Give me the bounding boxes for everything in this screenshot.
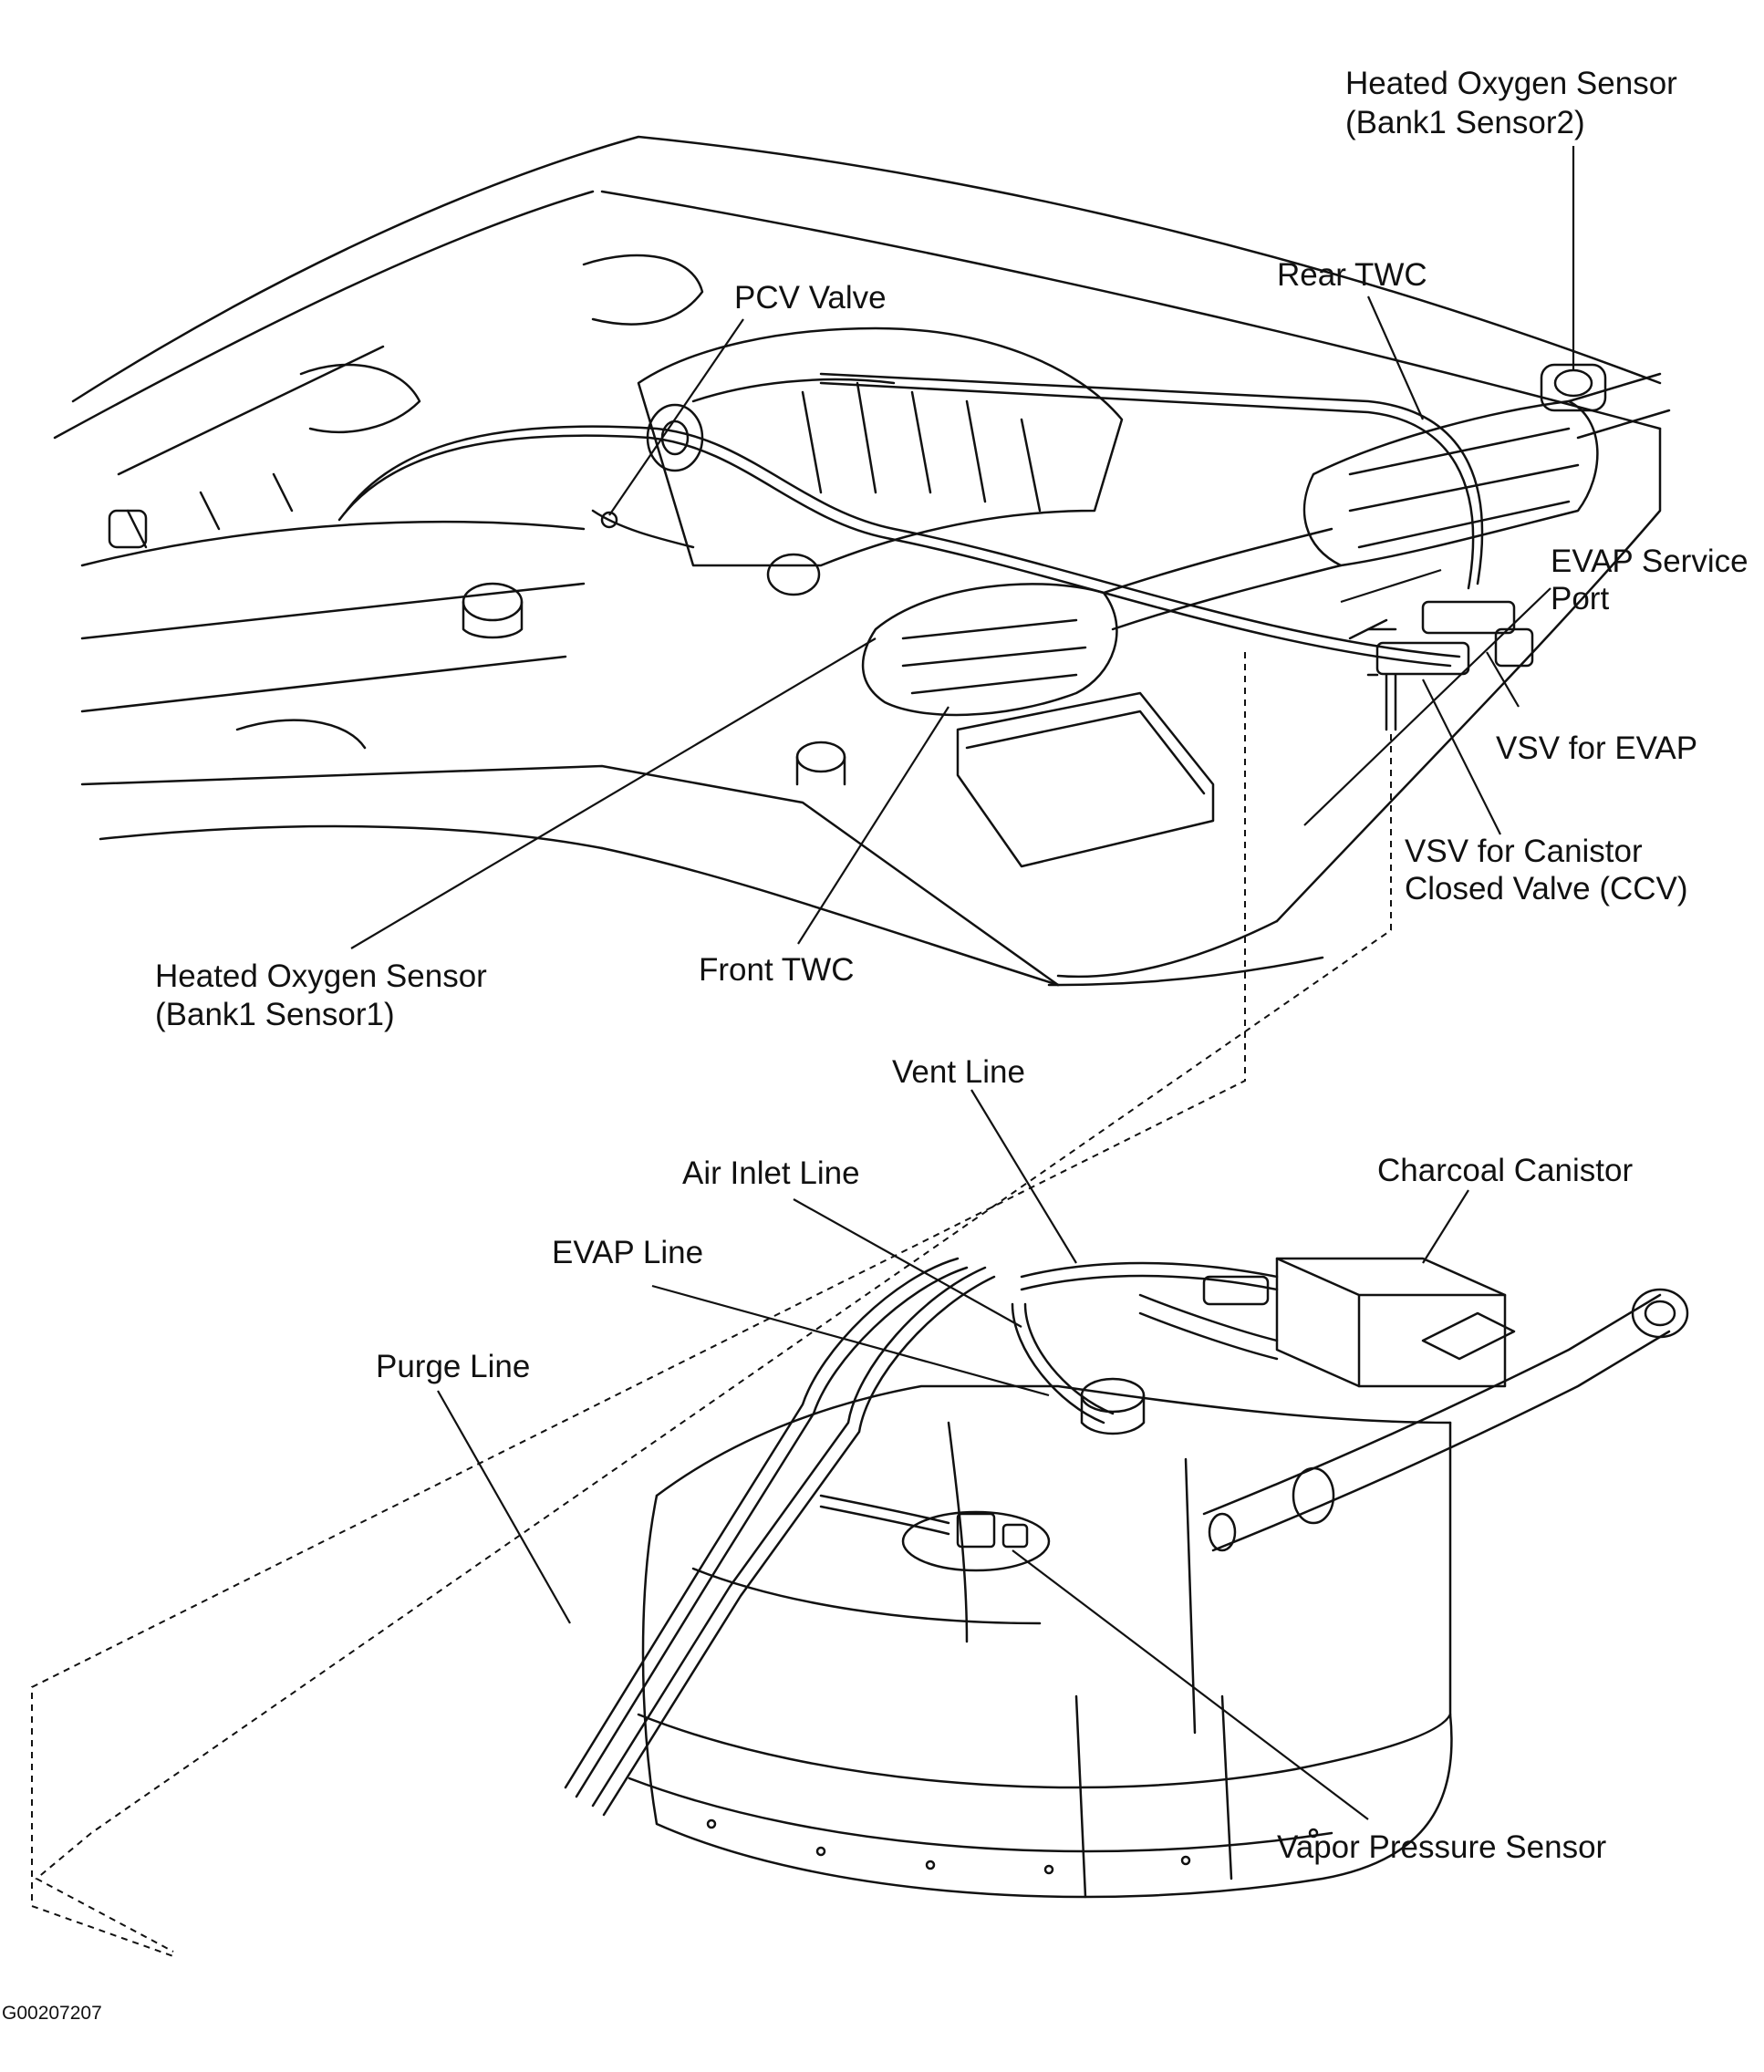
- label-purge-line: Purge Line: [376, 1349, 530, 1384]
- label-air-inlet-line: Air Inlet Line: [682, 1155, 860, 1191]
- leader-lines: [351, 146, 1573, 1819]
- label-ho2s-bank1-sensor2-line2: (Bank1 Sensor2): [1345, 105, 1585, 140]
- label-rear-twc: Rear TWC: [1277, 257, 1427, 293]
- label-ho2s-bank1-sensor2-line1: Heated Oxygen Sensor: [1345, 66, 1677, 101]
- label-vsv-ccv-line2: Closed Valve (CCV): [1405, 871, 1688, 906]
- label-vapor-pressure-sensor: Vapor Pressure Sensor: [1277, 1829, 1607, 1865]
- label-ho2s-bank1-sensor1-line1: Heated Oxygen Sensor: [155, 958, 487, 994]
- label-vent-line: Vent Line: [892, 1054, 1025, 1090]
- figure-id: G00207207: [2, 2003, 102, 2024]
- dashed-connector: [32, 652, 1391, 1956]
- label-vsv-for-evap: VSV for EVAP: [1496, 730, 1697, 766]
- label-texts: Heated Oxygen Sensor (Bank1 Sensor2) Rea…: [155, 66, 1748, 1865]
- fuel-tank-illustration: [566, 1259, 1687, 1897]
- label-vsv-ccv-line1: VSV for Canistor: [1405, 834, 1643, 869]
- label-pcv-valve: PCV Valve: [734, 280, 887, 316]
- label-front-twc: Front TWC: [699, 952, 854, 988]
- engine-bay-illustration: [55, 137, 1669, 985]
- label-ho2s-bank1-sensor1-line2: (Bank1 Sensor1): [155, 997, 395, 1032]
- label-charcoal-canister: Charcoal Canistor: [1377, 1153, 1633, 1188]
- label-evap-line: EVAP Line: [552, 1235, 703, 1270]
- label-evap-service-port-line1: EVAP Service: [1551, 544, 1748, 579]
- label-evap-service-port-line2: Port: [1551, 581, 1609, 616]
